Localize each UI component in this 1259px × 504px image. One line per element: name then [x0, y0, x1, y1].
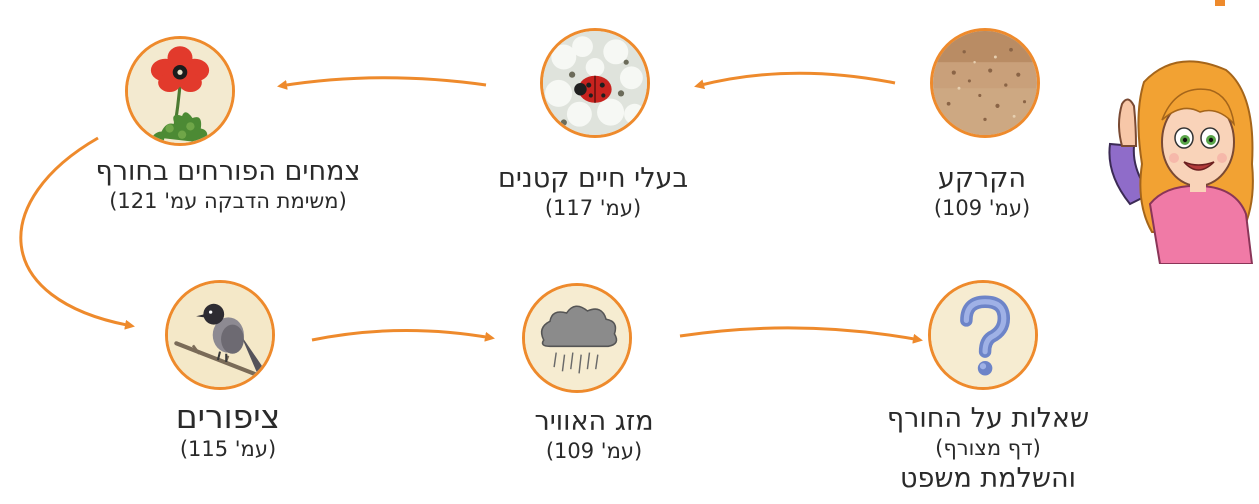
anemone-flower-image	[125, 36, 235, 146]
soil-image	[930, 28, 1040, 138]
node-title-birds: ציפורים	[175, 397, 281, 436]
node-subtitle-small-animals: (עמ' 117)	[544, 196, 642, 220]
orange-corner-mark	[1215, 0, 1225, 6]
rain-cloud-image	[522, 283, 632, 393]
node-title-weather: מזג האוויר	[534, 406, 654, 437]
girl-pointing-illustration	[1106, 54, 1259, 265]
node-subtitle-winter-flowers: (משימת הדבקה עמ' 121)	[109, 189, 347, 213]
node-subtitle2-winter-questions: והשלמת משפט	[900, 463, 1076, 494]
node-title-small-animals: בעלי חיים קטנים	[497, 163, 689, 194]
node-title-winter-questions: שאלות על החורף	[886, 403, 1090, 434]
node-subtitle-soil: (עמ' 109)	[933, 196, 1031, 220]
node-subtitle-winter-questions: (דף מצורף)	[935, 436, 1041, 460]
arrow-weather-to-questions	[679, 326, 923, 344]
arrow-soil-to-animals	[694, 71, 896, 90]
node-subtitle-weather: (עמ' 109)	[545, 439, 643, 463]
arrow-birds-to-weather	[311, 329, 495, 342]
node-title-soil: הקרקע	[937, 163, 1027, 194]
arrow-animals-to-flowers	[277, 76, 487, 90]
bird-image	[165, 280, 275, 390]
ladybug-image	[540, 28, 650, 138]
arrow-flowers-to-birds	[19, 136, 135, 330]
node-subtitle-birds: (עמ' 115)	[179, 437, 277, 461]
question-mark-image	[928, 280, 1038, 390]
node-title-winter-flowers: צמחים הפורחים בחורף	[95, 156, 361, 187]
